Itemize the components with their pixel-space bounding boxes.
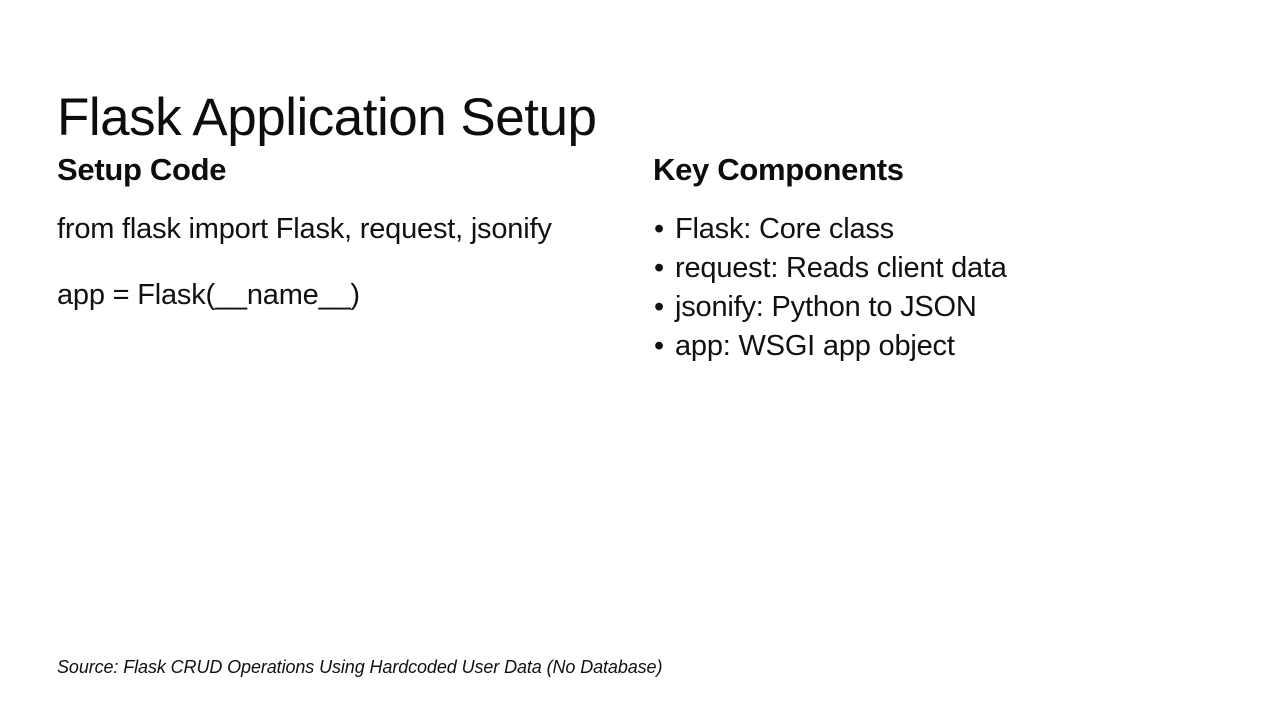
code-line-import: from flask import Flask, request, jsonif… xyxy=(57,212,552,245)
setup-code-block: from flask import Flask, request, jsonif… xyxy=(57,210,617,315)
list-item-label: app: WSGI app object xyxy=(675,329,955,362)
key-components-heading: Key Components xyxy=(653,152,904,187)
list-item: • Flask: Core class xyxy=(653,210,1223,249)
setup-code-column: Setup Code from flask import Flask, requ… xyxy=(57,152,617,315)
page-title: Flask Application Setup xyxy=(57,87,597,147)
key-components-column: Key Components • Flask: Core class • req… xyxy=(653,152,1223,366)
bullet-icon: • xyxy=(654,290,664,323)
list-item: • app: WSGI app object xyxy=(653,327,1223,366)
code-line-app-init: app = Flask(__name__) xyxy=(57,278,360,311)
bullet-icon: • xyxy=(654,251,664,284)
list-item-label: request: Reads client data xyxy=(675,251,1007,284)
content-columns: Setup Code from flask import Flask, requ… xyxy=(0,152,1280,572)
bullet-icon: • xyxy=(654,329,664,362)
list-item: • jsonify: Python to JSON xyxy=(653,288,1223,327)
list-item-label: Flask: Core class xyxy=(675,212,894,245)
source-note: Source: Flask CRUD Operations Using Hard… xyxy=(57,657,663,677)
list-item: • request: Reads client data xyxy=(653,249,1223,288)
key-components-list: • Flask: Core class • request: Reads cli… xyxy=(653,210,1223,366)
setup-code-heading: Setup Code xyxy=(57,152,227,187)
list-item-label: jsonify: Python to JSON xyxy=(675,290,977,323)
bullet-icon: • xyxy=(654,212,664,245)
